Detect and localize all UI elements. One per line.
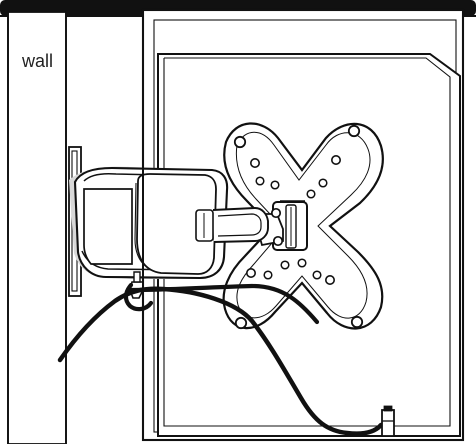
arm-rear-block [83, 188, 133, 265]
vesa-hole [297, 258, 307, 268]
vesa-hole [324, 274, 335, 285]
vesa-hole [234, 316, 248, 330]
vesa-hole [250, 158, 261, 169]
hub-pin [272, 235, 284, 247]
cable-right-segment [128, 283, 320, 325]
vesa-hole [306, 189, 316, 199]
plug-end [383, 405, 393, 412]
vesa-hole [347, 124, 361, 138]
plug-body [381, 409, 395, 437]
vesa-hole [330, 155, 341, 166]
wall-label: wall [21, 51, 53, 71]
vesa-hole [318, 178, 328, 188]
arm-front-link [212, 207, 269, 243]
vesa-hole [263, 270, 273, 280]
wall [7, 11, 67, 444]
vesa-hole [280, 260, 290, 270]
cable-plug [381, 405, 395, 437]
hub-pin [270, 207, 282, 219]
vesa-hole [350, 315, 364, 329]
cable [57, 286, 384, 436]
vesa-holes [233, 124, 364, 330]
vesa-hole [233, 135, 247, 149]
tv-panel-bevel [163, 57, 451, 427]
arm-top-bevel [83, 172, 209, 182]
vesa-hole [270, 180, 280, 190]
vesa-hole [312, 270, 322, 280]
arm-shadow-edge [134, 182, 152, 271]
vesa-hole [246, 267, 257, 278]
vesa-hole [255, 176, 265, 186]
arm-front-link-inner [217, 213, 262, 237]
cable-loop [123, 282, 154, 312]
cable-clip-tab [133, 271, 141, 283]
swing-arm [69, 166, 269, 280]
